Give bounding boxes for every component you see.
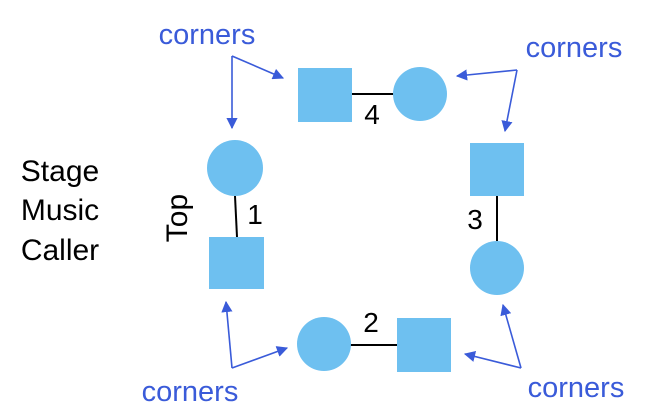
corners-label-top-right: corners <box>526 32 623 64</box>
corners-arrow-top-right-a <box>455 69 518 81</box>
caller-label-line-1: Stage <box>21 155 99 188</box>
corners-label-top-left: corners <box>159 19 256 51</box>
couple-1-link <box>234 195 238 238</box>
corners-arrow-bottom-right-b <box>500 303 522 369</box>
corners-bottom-left: corners <box>142 300 289 408</box>
corners-top-left: corners <box>159 19 285 130</box>
corners-arrow-top-right-b <box>501 69 518 133</box>
corners-arrow-top-left-a <box>231 55 285 80</box>
couple-1: 1 <box>207 140 264 289</box>
caller-label-line-3: Caller <box>21 234 99 267</box>
couple-4: 4 <box>298 67 447 130</box>
corners-bottom-right: corners <box>463 303 625 404</box>
couple-3: 3 <box>467 143 524 295</box>
couple-3-square-dancer <box>470 143 524 196</box>
corners-arrow-bottom-left-a <box>221 300 233 369</box>
couple-3-number: 3 <box>467 204 483 235</box>
couple-4-number: 4 <box>364 99 380 130</box>
corners-arrow-bottom-left-b <box>231 346 289 369</box>
couple-2-circle-dancer <box>297 317 351 371</box>
couple-1-circle-dancer <box>207 140 263 196</box>
corners-label-bottom-right: corners <box>528 372 625 404</box>
corners-label-bottom-left: corners <box>142 376 239 408</box>
couple-4-circle-dancer <box>393 67 447 121</box>
couple-4-square-dancer <box>298 68 352 122</box>
couple-2-number: 2 <box>363 307 379 338</box>
corners-top-right: corners <box>455 32 623 133</box>
couple-1-number: 1 <box>247 199 263 230</box>
couple-2: 2 <box>297 307 451 372</box>
top-label: Top <box>161 194 194 242</box>
couple-2-square-dancer <box>397 318 451 372</box>
caller-label: Stage Music Caller <box>21 155 99 267</box>
corners-arrow-bottom-right-a <box>463 351 522 369</box>
couple-1-square-dancer <box>209 237 264 289</box>
couple-3-circle-dancer <box>470 241 524 295</box>
caller-label-line-2: Music <box>21 194 99 227</box>
